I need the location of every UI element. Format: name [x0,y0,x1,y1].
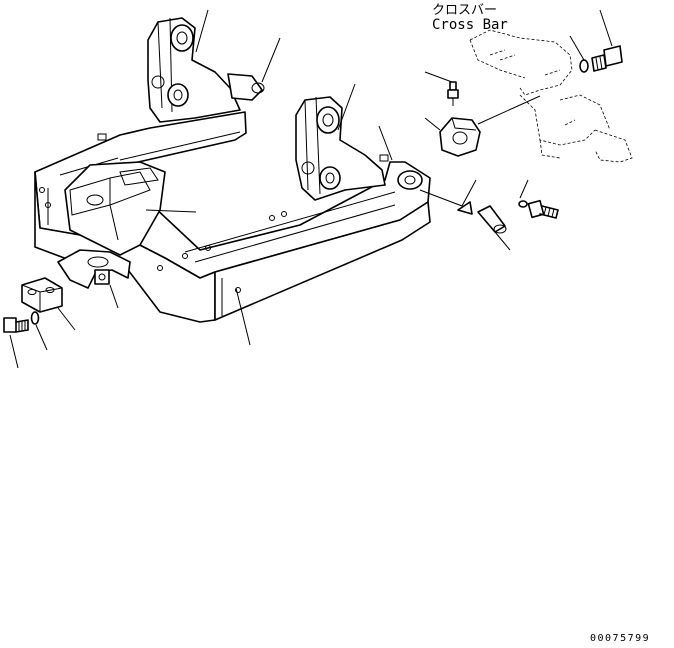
crossbar-label-jp: クロスバー [432,3,497,18]
lock-washer-icon [518,200,528,208]
left-upright-arm [147,17,265,123]
clamp-bracket [57,249,131,289]
grease-nipple-icon [447,81,459,106]
right-upright-arm [295,96,386,201]
cross-bar-assembly [469,29,633,163]
crossbar-washer-icon [579,59,589,73]
clamp-cap [21,277,63,313]
crossbar-bolt-icon [591,45,623,72]
pin-plate [439,95,541,157]
bolt-icon [527,199,559,219]
leader-lines [9,9,613,369]
center-bracket [64,161,166,256]
crossbar-label-en: Cross Bar [432,17,508,33]
clamp-bolt-icon [3,317,29,333]
clamp-washer-icon [30,311,40,325]
cone-pin-icon [457,201,507,234]
figure-number: 00075799 [590,633,650,644]
